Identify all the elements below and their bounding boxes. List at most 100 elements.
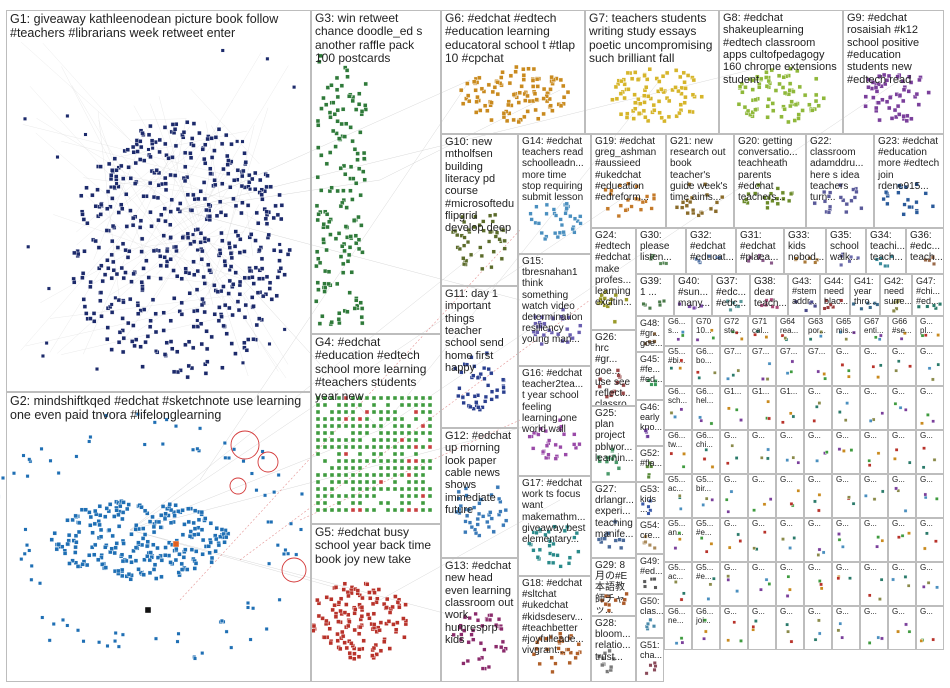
small-group-tile[interactable]: G... pl... bbox=[916, 316, 944, 346]
small-group-tile[interactable]: G... bbox=[860, 386, 888, 430]
small-group-tile[interactable]: G... bbox=[860, 474, 888, 518]
group-g31[interactable]: G31: #edchat #plaea... bbox=[736, 228, 784, 274]
small-group-tile[interactable]: G7... bbox=[776, 346, 804, 386]
small-group-tile[interactable]: G... bbox=[804, 430, 832, 474]
small-group-tile[interactable]: G... bbox=[916, 386, 944, 430]
group-g1[interactable]: G1: giveaway kathleenodean picture book … bbox=[6, 10, 311, 392]
small-group-tile[interactable]: G64 rea... bbox=[776, 316, 804, 346]
small-group-tile[interactable]: G70 10... bbox=[692, 316, 720, 346]
small-group-tile[interactable]: G... bbox=[860, 430, 888, 474]
small-group-tile[interactable]: G... bbox=[832, 606, 860, 650]
group-g44[interactable]: G44: need blac... bbox=[820, 274, 850, 316]
group-g39[interactable]: G39: 1 ... bbox=[636, 274, 674, 316]
small-group-tile[interactable]: G... bbox=[888, 386, 916, 430]
small-group-tile[interactable]: G... bbox=[860, 562, 888, 606]
group-g32[interactable]: G32: #edchat #educat... bbox=[686, 228, 736, 274]
group-g21[interactable]: G21: new research out book teacher's gui… bbox=[666, 134, 734, 228]
group-g45[interactable]: G45: #fe... #ed... bbox=[636, 352, 664, 400]
group-g33[interactable]: G33: kids nobod... bbox=[784, 228, 826, 274]
small-group-tile[interactable]: G... bbox=[916, 346, 944, 386]
small-group-tile[interactable]: G... bbox=[748, 606, 776, 650]
small-group-tile[interactable]: G5... bir... bbox=[692, 474, 720, 518]
group-g20[interactable]: G20: getting conversatio... teachheath p… bbox=[734, 134, 806, 228]
group-g16[interactable]: G16: #edchat teacher2tea... t year schoo… bbox=[518, 366, 591, 476]
small-group-tile[interactable]: G6... ne... bbox=[664, 606, 692, 650]
group-g41[interactable]: G41: year thro... bbox=[850, 274, 880, 316]
small-group-tile[interactable]: G... bbox=[776, 606, 804, 650]
group-g10[interactable]: G10: new mtholfsen building literacy pd … bbox=[441, 134, 518, 286]
small-group-tile[interactable]: G... bbox=[776, 562, 804, 606]
group-g50[interactable]: G50: clas... bbox=[636, 594, 664, 638]
small-group-tile[interactable]: G5... #e... bbox=[692, 562, 720, 606]
small-group-tile[interactable]: G1... bbox=[720, 386, 748, 430]
small-group-tile[interactable]: G1... bbox=[748, 386, 776, 430]
group-g54[interactable]: G54: cre... bbox=[636, 518, 664, 554]
small-group-tile[interactable]: G5... #e... bbox=[692, 518, 720, 562]
group-g52[interactable]: G52: #fla... bbox=[636, 446, 664, 482]
group-g19[interactable]: G19: #edchat greg_ashman #aussieed #uked… bbox=[591, 134, 666, 228]
small-group-tile[interactable]: G... bbox=[832, 562, 860, 606]
small-group-tile[interactable]: G7... bbox=[748, 346, 776, 386]
group-g25[interactable]: G25: plan project pblwor... learnin... bbox=[591, 406, 636, 482]
group-g40[interactable]: G40: #sun... many... bbox=[674, 274, 712, 316]
small-group-tile[interactable]: G7... bbox=[720, 346, 748, 386]
group-g18[interactable]: G18: #edchat #sltchat #ukedchat #kidsdes… bbox=[518, 576, 591, 682]
small-group-tile[interactable]: G... bbox=[720, 562, 748, 606]
small-group-tile[interactable]: G6... hel... bbox=[692, 386, 720, 430]
group-g29[interactable]: G29: 8 月の#E 本語教 師チャッ... bbox=[591, 558, 636, 616]
small-group-tile[interactable]: G5... ac... bbox=[664, 562, 692, 606]
group-g7[interactable]: G7: teachers students writing study essa… bbox=[585, 10, 719, 134]
small-group-tile[interactable]: G... bbox=[748, 518, 776, 562]
small-group-tile[interactable]: G... bbox=[832, 430, 860, 474]
small-group-tile[interactable]: G... bbox=[888, 474, 916, 518]
group-g51[interactable]: G51: cha... bbox=[636, 638, 664, 682]
small-group-tile[interactable]: G... bbox=[888, 518, 916, 562]
small-group-tile[interactable]: G... bbox=[804, 518, 832, 562]
group-g27[interactable]: G27: drlangr... experi... teaching manif… bbox=[591, 482, 636, 558]
small-group-tile[interactable]: G6... chi... bbox=[692, 430, 720, 474]
group-g17[interactable]: G17: #edchat work ts focus want makemath… bbox=[518, 476, 591, 576]
small-group-tile[interactable]: G72 ste... bbox=[720, 316, 748, 346]
small-group-tile[interactable]: G... bbox=[832, 474, 860, 518]
group-g47[interactable]: G47: #chi... #ed... bbox=[912, 274, 944, 316]
group-g8[interactable]: G8: #edchat shakeuplearning #edtech clas… bbox=[719, 10, 843, 134]
group-g30[interactable]: G30: please listen... bbox=[636, 228, 686, 274]
small-group-tile[interactable]: G6... tw... bbox=[664, 430, 692, 474]
small-group-tile[interactable]: G... bbox=[916, 606, 944, 650]
small-group-tile[interactable]: G5... ac... bbox=[664, 474, 692, 518]
small-group-tile[interactable]: G71 cal... bbox=[748, 316, 776, 346]
small-group-tile[interactable]: G... bbox=[748, 562, 776, 606]
small-group-tile[interactable]: G... bbox=[888, 606, 916, 650]
group-g5[interactable]: G5: #edchat busy school year back time b… bbox=[311, 524, 441, 682]
group-g4[interactable]: G4: #edchat #education #edtech school mo… bbox=[311, 334, 441, 524]
small-group-tile[interactable]: G6... bo... bbox=[692, 346, 720, 386]
small-group-tile[interactable]: G... bbox=[776, 430, 804, 474]
group-g35[interactable]: G35: school walk... bbox=[826, 228, 866, 274]
small-group-tile[interactable]: G6... s... bbox=[664, 316, 692, 346]
small-group-tile[interactable]: G... bbox=[832, 518, 860, 562]
small-group-tile[interactable]: G63 por... bbox=[804, 316, 832, 346]
small-group-tile[interactable]: G... bbox=[916, 562, 944, 606]
small-group-tile[interactable]: G... bbox=[832, 386, 860, 430]
group-g6[interactable]: G6: #edchat #edtech #education learning … bbox=[441, 10, 585, 134]
group-g34[interactable]: G34: teachi... teach... bbox=[866, 228, 906, 274]
group-g11[interactable]: G11: day 1 important things teacher scho… bbox=[441, 286, 518, 428]
group-g3[interactable]: G3: win retweet chance doodle_ed s anoth… bbox=[311, 10, 441, 334]
small-group-tile[interactable]: G... bbox=[776, 518, 804, 562]
small-group-tile[interactable]: G... bbox=[804, 386, 832, 430]
group-g26[interactable]: G26: hrc #gr... goe... use see reflect..… bbox=[591, 330, 636, 406]
small-group-tile[interactable]: G... bbox=[804, 474, 832, 518]
small-group-tile[interactable]: G... bbox=[776, 474, 804, 518]
group-g42[interactable]: G42: need surre... bbox=[880, 274, 912, 316]
small-group-tile[interactable]: G... bbox=[888, 430, 916, 474]
group-g28[interactable]: G28: bloom... relatio... trust... bbox=[591, 616, 636, 682]
small-group-tile[interactable]: G6... sch... bbox=[664, 386, 692, 430]
small-group-tile[interactable]: G... bbox=[832, 346, 860, 386]
group-g43[interactable]: G43: #stem addr... bbox=[788, 274, 820, 316]
small-group-tile[interactable]: G... bbox=[888, 346, 916, 386]
small-group-tile[interactable]: G5... #bi... bbox=[664, 346, 692, 386]
small-group-tile[interactable]: G... bbox=[720, 430, 748, 474]
group-g9[interactable]: G9: #edchat rosaisiah #k12 school positi… bbox=[843, 10, 944, 134]
group-g53[interactable]: G53: kids ... bbox=[636, 482, 664, 518]
small-group-tile[interactable]: G... bbox=[748, 474, 776, 518]
